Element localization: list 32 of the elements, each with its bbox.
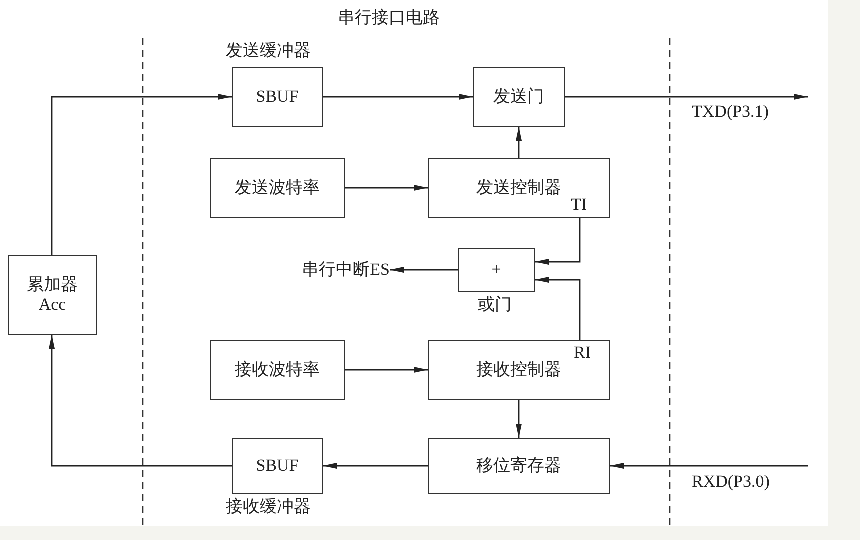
arrow [323, 463, 428, 469]
arrow [49, 335, 232, 467]
box-label: 移位寄存器 [476, 456, 562, 476]
arrow [345, 367, 428, 373]
box-caption: 接收缓冲器 [226, 497, 311, 517]
arrow [345, 185, 428, 191]
box-heading: 发送缓冲器 [226, 41, 311, 61]
output-label: 串行中断ES [302, 260, 390, 280]
arrow [535, 218, 581, 265]
pin-label: RXD(P3.0) [692, 472, 770, 492]
box-label: 发送门 [494, 87, 544, 107]
arrow [535, 277, 581, 340]
box-label: 接收控制器 [476, 360, 562, 380]
arrow [390, 267, 458, 273]
arrow [610, 463, 808, 469]
signal-label: TI [570, 195, 587, 215]
region-title: 串行接口电路 [338, 8, 440, 28]
pin-label: TXD(P3.1) [692, 102, 769, 122]
box-label: 发送控制器 [476, 178, 562, 198]
box-label: SBUF [256, 456, 299, 476]
arrow [516, 400, 522, 438]
box-label: SBUF [256, 87, 299, 107]
box-label: 发送波特率 [235, 178, 320, 198]
box-caption: 或门 [478, 295, 512, 315]
box-label: 累加器 Acc [26, 275, 79, 315]
arrow [323, 94, 473, 100]
arrow [565, 94, 808, 100]
arrow [51, 94, 232, 255]
signal-label: RI [574, 343, 591, 363]
box-label: + [492, 260, 502, 280]
arrow [516, 127, 522, 158]
box-label: 接收波特率 [235, 360, 320, 380]
